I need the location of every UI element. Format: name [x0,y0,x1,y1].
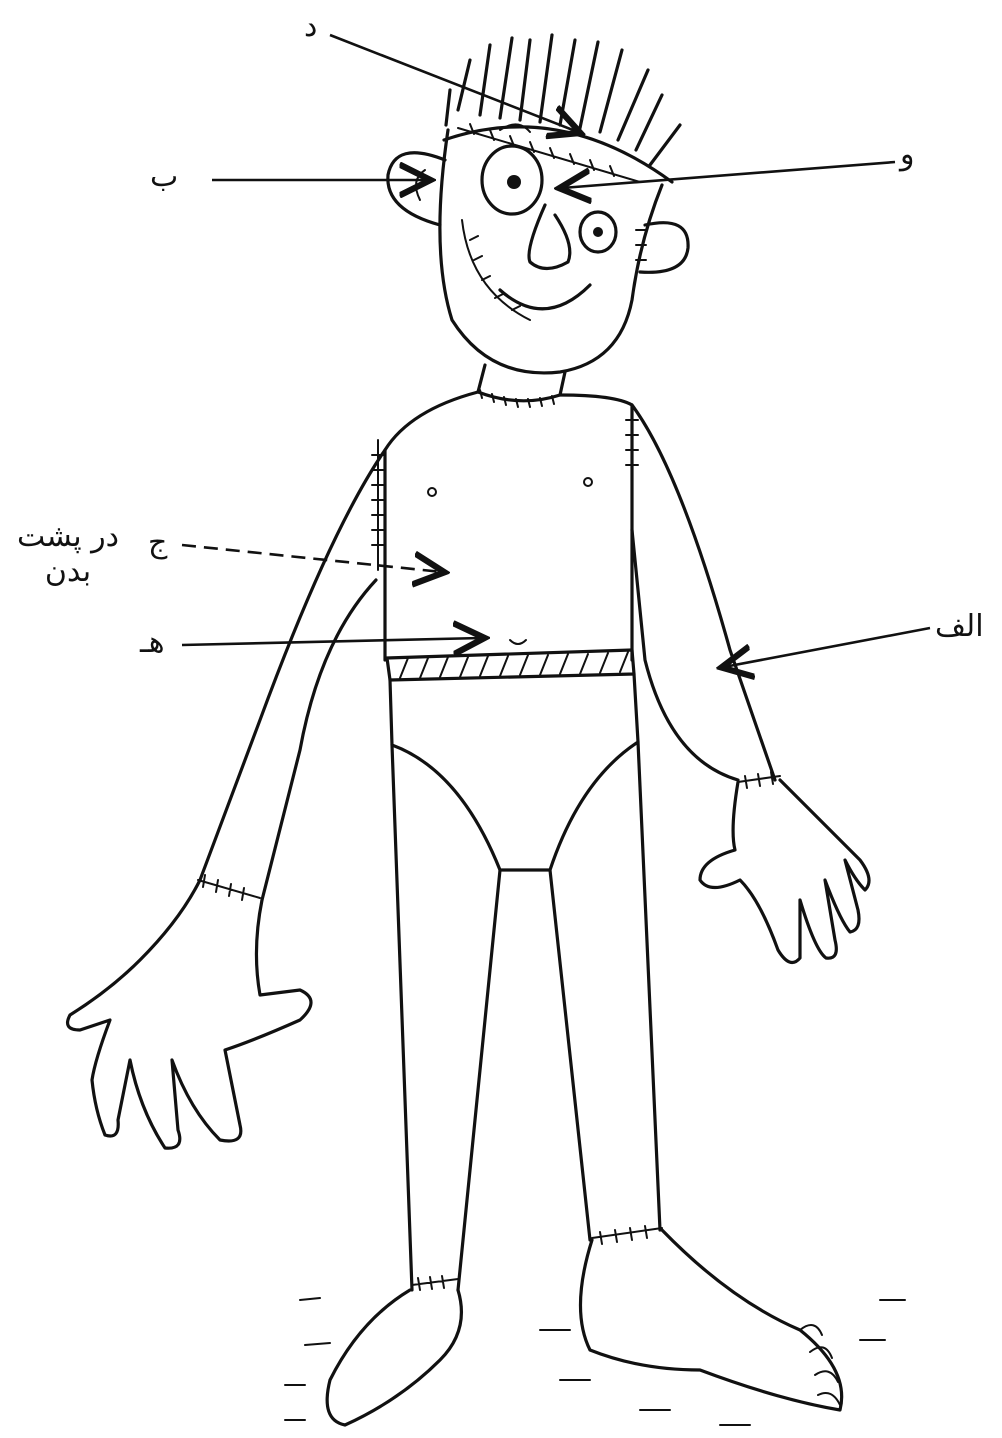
left-leg [392,745,500,1290]
underwear-legs [390,674,638,870]
label-j: ج [148,528,167,558]
left-foot [327,1290,461,1425]
right-nipple [584,478,592,486]
head-outline [440,130,662,373]
navel [510,640,526,644]
ankle-stitches [412,1226,662,1290]
chest-stitches [372,410,638,570]
leader-v [562,162,895,188]
leader-alef [724,628,930,667]
label-v: و [900,140,915,170]
left-ear-inner [416,170,425,200]
underwear-band [387,650,634,680]
label-alef: الف [935,612,984,642]
label-j-note-line2: بدن [8,555,128,590]
label-j-note-line1: در پشت [8,520,128,555]
right-arm [632,405,775,780]
nose [529,205,570,269]
left-nipple [428,488,436,496]
label-j-note: در پشت بدن [8,520,128,589]
label-b: ب [150,162,178,192]
left-hand [68,880,311,1148]
left-arm [200,450,385,900]
label-d: د [304,12,317,42]
mouth [500,285,590,309]
right-foot [580,1230,841,1410]
hair [444,35,680,182]
left-wrist-stitches [198,875,260,900]
leader-d [330,35,578,132]
left-pupil [507,175,521,189]
torso [385,392,632,660]
leader-j [182,545,442,572]
right-leg [550,742,660,1240]
label-h: هـ [140,628,165,658]
right-hand [700,780,869,963]
right-pupil [593,227,603,237]
forehead-scar [458,124,640,182]
face-stitches [462,220,646,320]
